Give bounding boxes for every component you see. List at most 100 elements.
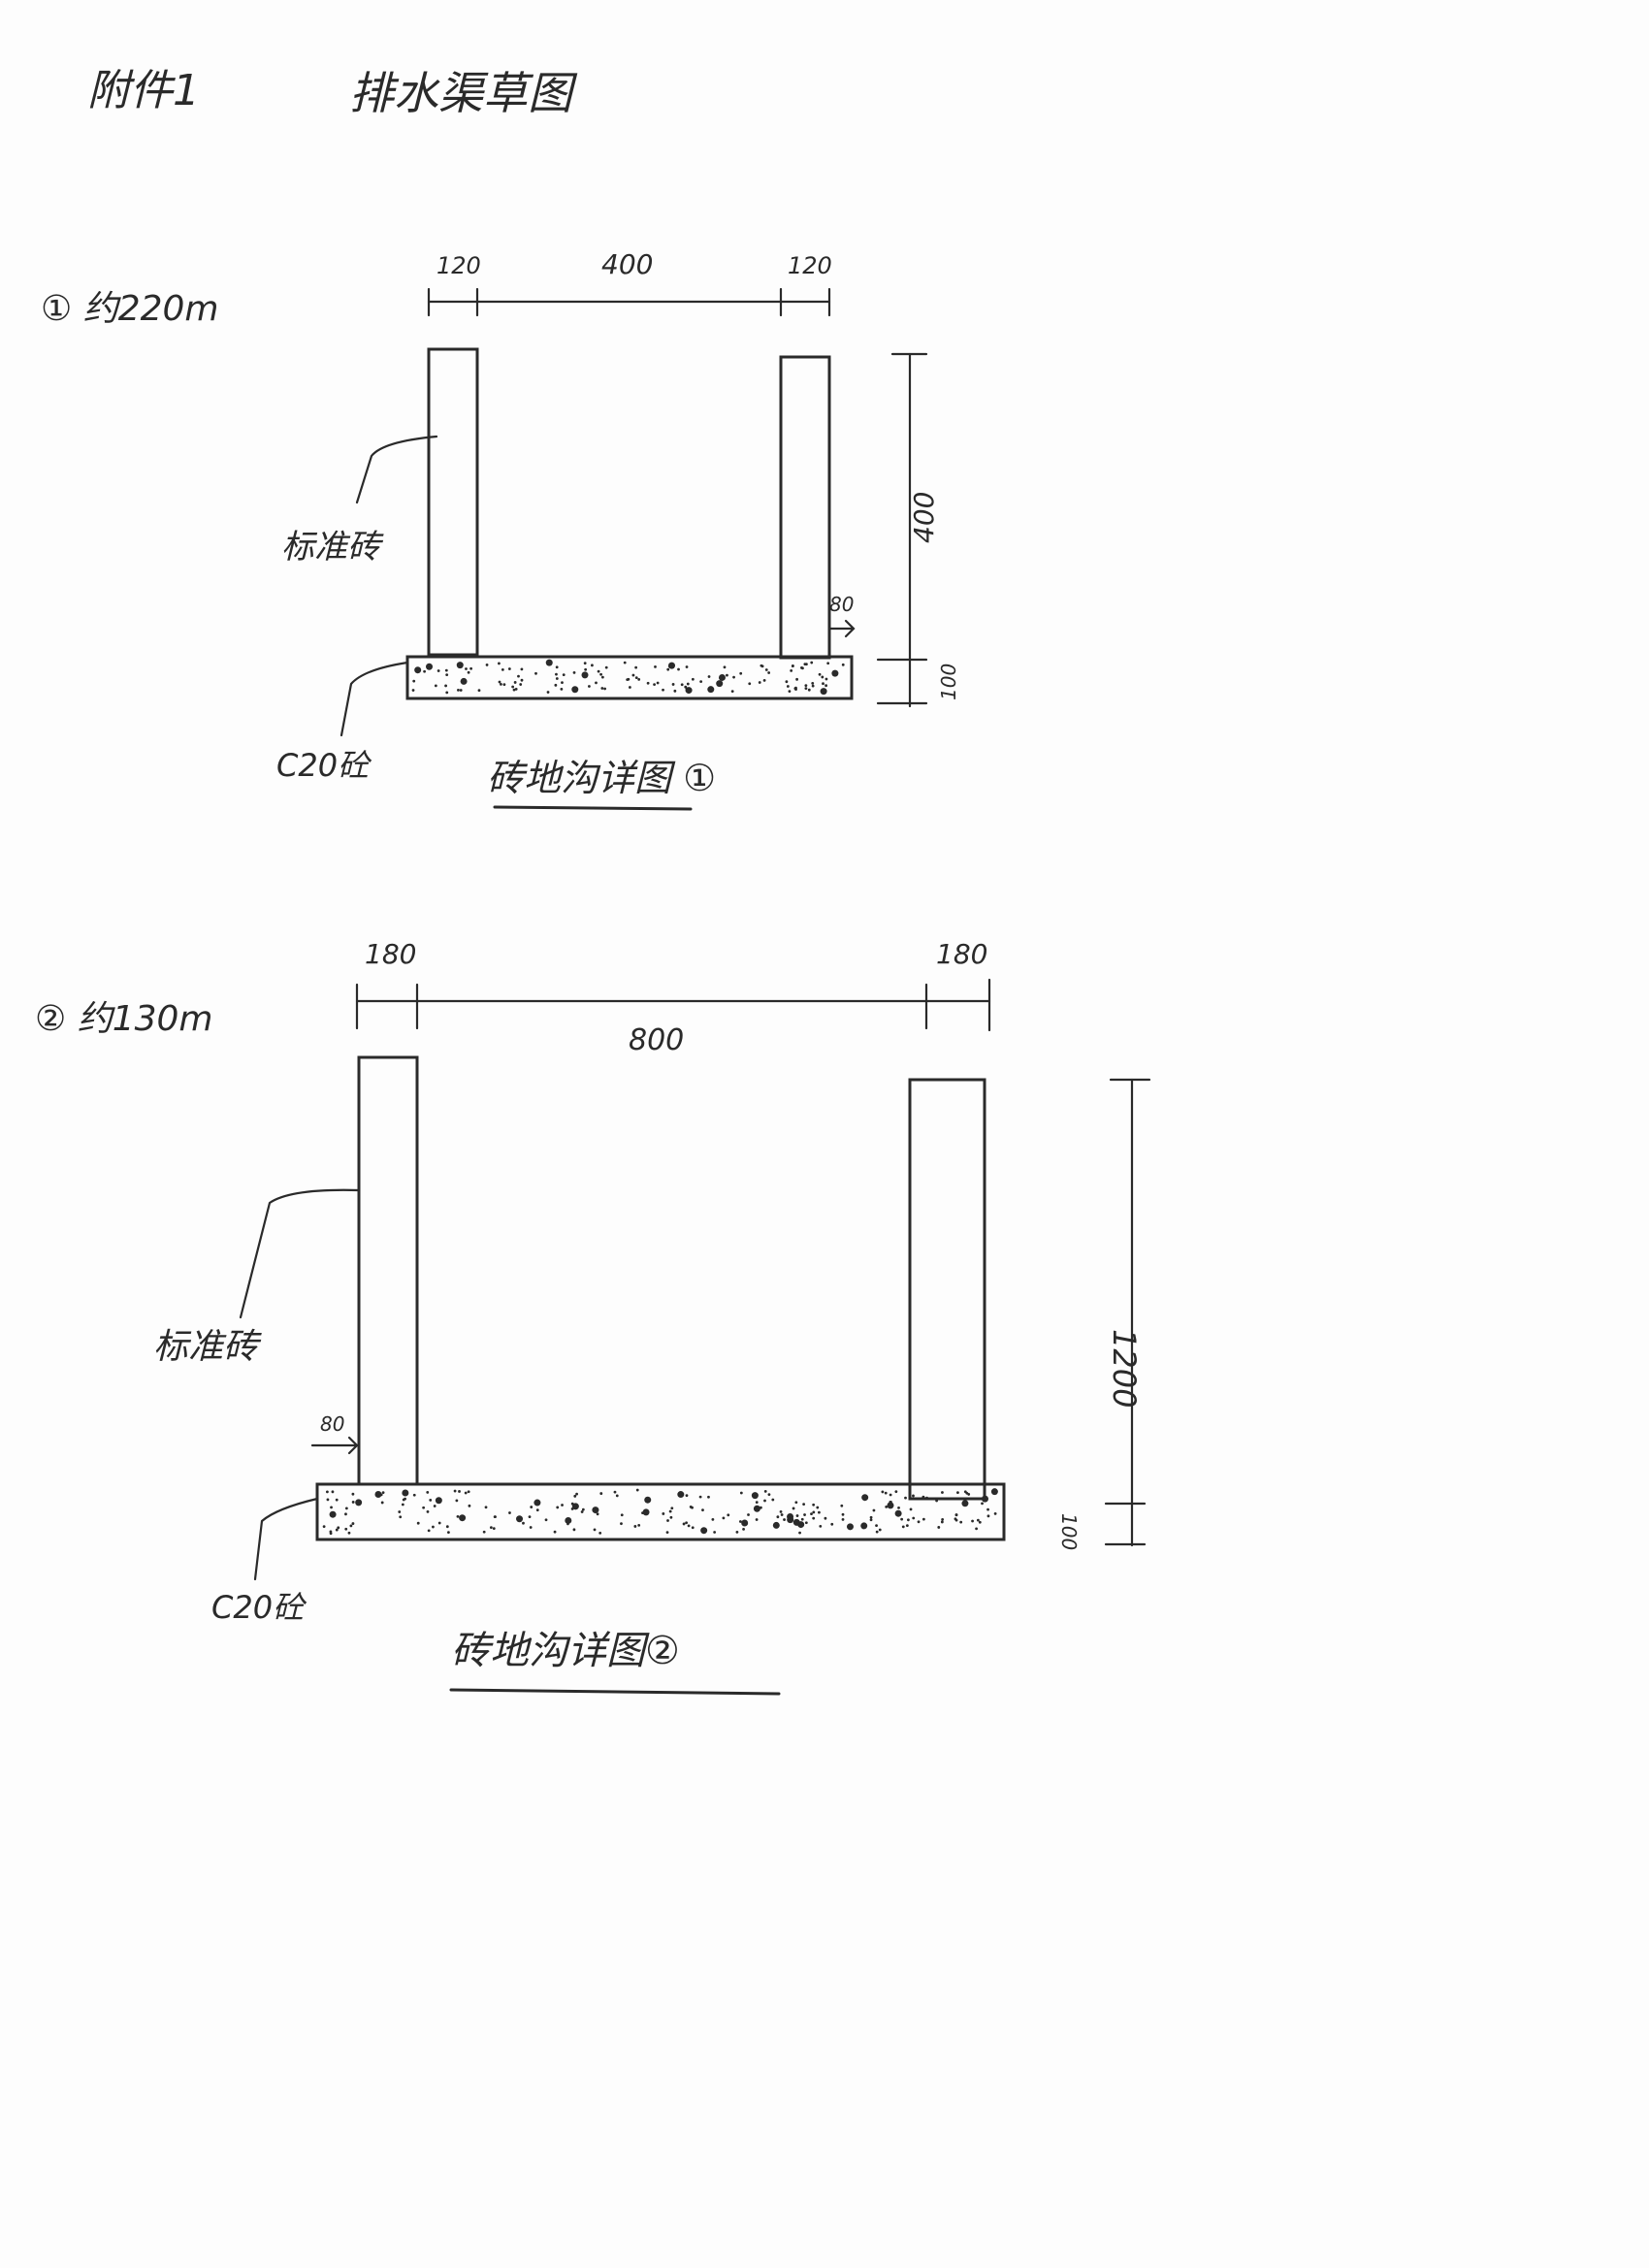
concrete-speck (803, 1513, 806, 1516)
concrete-speck (941, 1491, 944, 1494)
concrete-speck (335, 1498, 339, 1502)
concrete-speck (900, 1517, 904, 1521)
concrete-speck (520, 667, 524, 671)
concrete-speck (458, 1490, 461, 1493)
concrete-speck (401, 1503, 404, 1507)
concrete-speck (937, 1526, 941, 1529)
concrete-speck (347, 1531, 351, 1535)
concrete-speck (498, 680, 501, 684)
concrete-speck (456, 1514, 460, 1518)
concrete-speck (691, 1526, 695, 1530)
concrete-speck (742, 1528, 745, 1531)
concrete-speck (467, 1490, 470, 1494)
concrete-speck (811, 684, 815, 688)
concrete-speck (669, 1515, 673, 1519)
left-brick-wall (357, 1055, 419, 1486)
concrete-speck (637, 678, 641, 681)
concrete-speck (599, 1492, 603, 1495)
concrete-speck (351, 1501, 355, 1504)
dim-height: 1200 (1106, 1329, 1143, 1408)
concrete-speck (325, 1490, 329, 1494)
page-title: 排水渠草图 (349, 67, 578, 119)
concrete-speck (941, 1517, 945, 1521)
concrete-speck (591, 664, 594, 667)
concrete-speck (485, 664, 489, 666)
concrete-speck (380, 1501, 384, 1505)
concrete-speck (482, 1530, 486, 1534)
dim-right-wall: 180 (936, 938, 987, 970)
concrete-speck (519, 683, 523, 686)
concrete-speck (830, 1522, 834, 1526)
concrete-speck (762, 678, 766, 682)
concrete-speck (615, 1494, 619, 1498)
concrete-speck (786, 685, 790, 688)
concrete-speck (820, 688, 827, 696)
concrete-speck (986, 1507, 989, 1511)
concrete-speck (378, 1492, 382, 1496)
concrete-speck (398, 1510, 402, 1513)
concrete-speck (620, 1522, 623, 1526)
caption-2: 砖地沟详图② (451, 1629, 680, 1673)
concrete-speck (686, 682, 690, 686)
concrete-speck (993, 1511, 997, 1515)
concrete-speck (959, 1520, 963, 1524)
concrete-speck (691, 1506, 694, 1509)
concrete-speck (726, 673, 728, 677)
concrete-speck (604, 665, 608, 669)
concrete-speck (595, 681, 598, 685)
concrete-speck (554, 683, 558, 687)
section-1-label: ① 约220m (41, 289, 219, 329)
concrete-speck (412, 1493, 416, 1497)
concrete-speck (469, 666, 473, 670)
concrete-speck (723, 665, 727, 669)
concrete-speck (511, 685, 515, 689)
concrete-speck (498, 662, 501, 665)
concrete-speck (954, 1513, 958, 1517)
concrete-slab (315, 1482, 1006, 1541)
concrete-speck (501, 667, 504, 671)
concrete-speck (735, 1531, 739, 1534)
concrete-speck (642, 1508, 650, 1516)
concrete-speck (412, 679, 416, 683)
concrete-speck (653, 683, 656, 687)
concrete-speck (763, 1490, 767, 1493)
concrete-speck (804, 1521, 808, 1525)
concrete-speck (711, 1518, 715, 1521)
concrete-speck (484, 1506, 488, 1509)
concrete-speck (824, 677, 828, 681)
concrete-speck (707, 1495, 710, 1499)
concrete-speck (922, 1495, 925, 1499)
concrete-speck (885, 1505, 889, 1508)
concrete-speck (986, 1514, 990, 1518)
concrete-speck (869, 1515, 873, 1519)
concrete-speck (434, 684, 437, 688)
concrete-speck (665, 1531, 669, 1535)
concrete-speck (698, 1495, 702, 1499)
concrete-speck (971, 1519, 974, 1523)
concrete-speck (571, 686, 579, 694)
concrete-speck (940, 1520, 944, 1524)
concrete-speck (824, 1516, 827, 1520)
concrete-speck (771, 1498, 775, 1502)
concrete-speck (572, 1528, 576, 1532)
concrete-speck (990, 1488, 998, 1496)
concrete-speck (477, 689, 481, 693)
concrete-speck (701, 1508, 704, 1512)
concrete-speck (755, 1501, 759, 1505)
offset-arrow-icon (827, 619, 856, 638)
concrete-speck (810, 661, 814, 664)
concrete-speck (522, 1521, 525, 1525)
concrete-speck (435, 1497, 442, 1505)
concrete-speck (436, 669, 440, 672)
concrete-speck (356, 1500, 360, 1504)
concrete-speck (516, 1515, 524, 1523)
concrete-speck (628, 686, 631, 689)
concrete-speck (840, 1504, 844, 1507)
concrete-speck (816, 1506, 820, 1509)
concrete-speck (426, 1509, 430, 1513)
concrete-speck (677, 1491, 685, 1499)
concrete-speck (753, 1505, 760, 1512)
concrete-speck (812, 1516, 816, 1520)
